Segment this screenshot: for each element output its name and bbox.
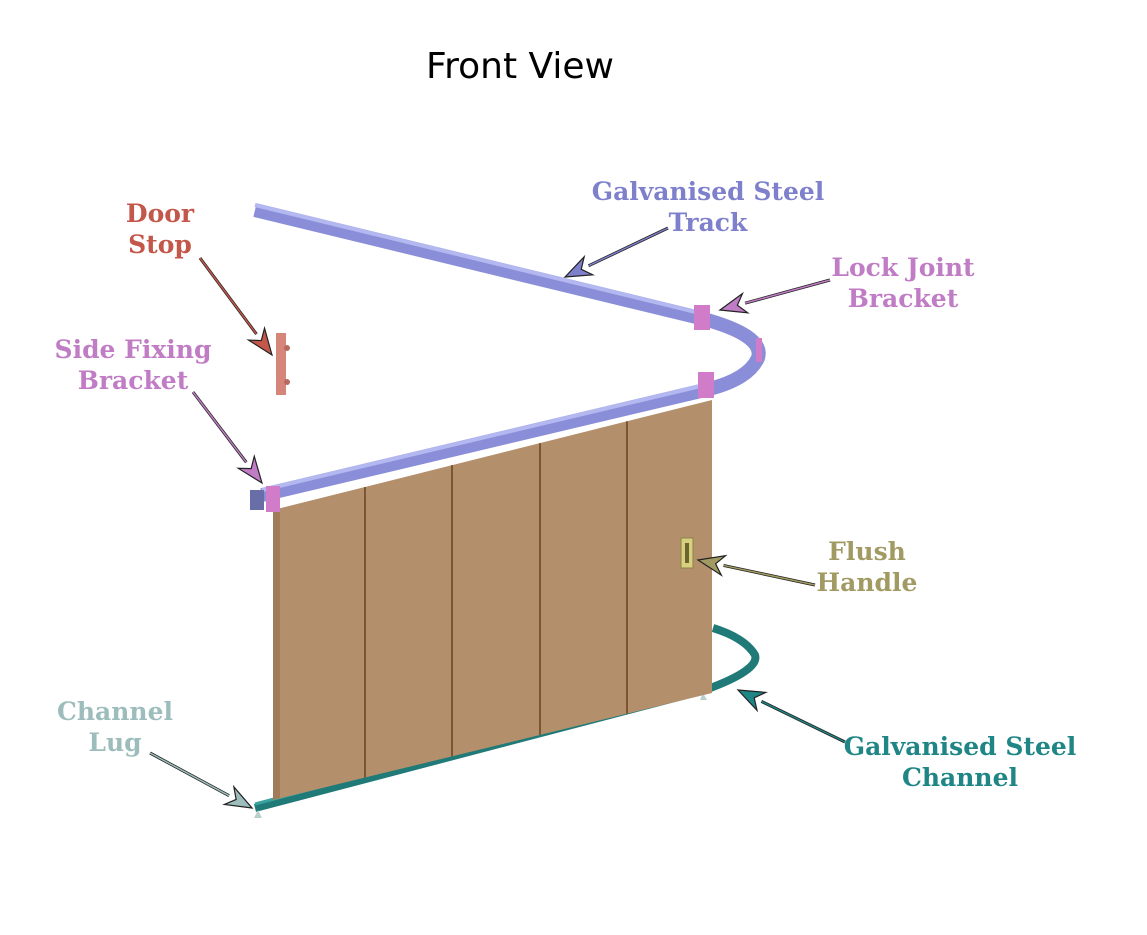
arrow-door-stop — [198, 257, 273, 357]
channel-lug — [254, 693, 707, 818]
arrow-channel — [736, 689, 846, 744]
arrow-side-fixing — [191, 391, 264, 485]
door-stop — [276, 333, 290, 395]
arrow-track — [563, 226, 669, 278]
panel-seams — [364, 421, 628, 778]
callout-arrows — [149, 226, 846, 809]
diagram-title: Front View — [426, 46, 614, 87]
arrow-channel-lug — [149, 751, 254, 809]
flush-handle — [680, 537, 694, 569]
side-fixing-bracket — [266, 486, 280, 512]
arrow-flush-handle — [696, 554, 816, 587]
door-panels — [273, 400, 712, 800]
lock-joint-bracket — [694, 305, 762, 398]
arrow-lock-joint — [718, 278, 831, 314]
